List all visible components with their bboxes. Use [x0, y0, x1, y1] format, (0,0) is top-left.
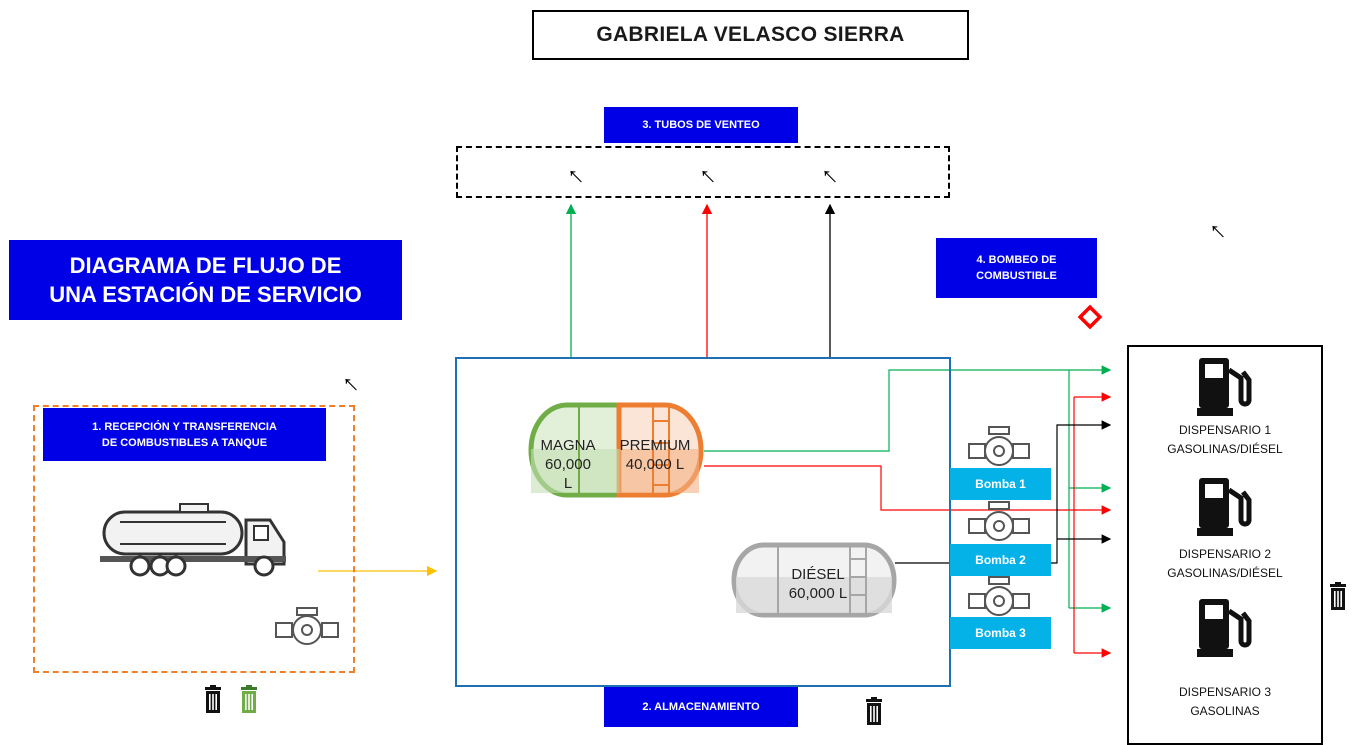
- title-line-2: UNA ESTACIÓN DE SERVICIO: [49, 282, 362, 307]
- tank-magna-label: MAGNA 60,000 L: [539, 436, 597, 493]
- tank-diesel-name: DIÉSEL: [791, 566, 845, 583]
- tank-magna-name: MAGNA: [540, 437, 596, 454]
- tanker-truck-icon: [100, 503, 286, 577]
- fuel-pump-icon: [1197, 599, 1252, 657]
- flow-meter-icon: [275, 607, 339, 645]
- dispenser-2-type: GASOLINAS/DIÉSEL: [1167, 566, 1283, 580]
- stage-storage-label: 2. ALMACENAMIENTO: [604, 687, 798, 727]
- tank-diesel-label: DIÉSEL 60,000 L: [776, 565, 860, 603]
- tank-magna-capacity: 60,000 L: [545, 456, 591, 492]
- pump-3-label: Bomba 3: [950, 617, 1051, 649]
- trash-icon[interactable]: [205, 685, 221, 713]
- stage-vents-label: 3. TUBOS DE VENTEO: [604, 107, 798, 143]
- pump-3-meter-icon: [968, 576, 1030, 616]
- fuel-pump-icon: [1197, 358, 1252, 416]
- reception-zone: [33, 405, 355, 673]
- trash-icon[interactable]: [866, 697, 882, 725]
- reception-line-1: 1. RECEPCIÓN Y TRANSFERENCIA: [92, 420, 277, 433]
- diagram-title: DIAGRAMA DE FLUJO DE UNA ESTACIÓN DE SER…: [9, 240, 402, 320]
- pumping-line-2: COMBUSTIBLE: [976, 270, 1057, 282]
- tank-premium-name: PREMIUM: [619, 437, 691, 454]
- dispenser-3-label: DISPENSARIO 3 GASOLINAS: [1140, 683, 1310, 721]
- pump-1-label: Bomba 1: [950, 468, 1051, 500]
- pumping-line-1: 4. BOMBEO DE: [976, 254, 1057, 266]
- dispenser-2-label: DISPENSARIO 2 GASOLINAS/DIÉSEL: [1140, 545, 1310, 583]
- pump-2-label: Bomba 2: [950, 544, 1051, 576]
- dispenser-1-type: GASOLINAS/DIÉSEL: [1167, 442, 1283, 456]
- diesel-tank-icon: [731, 542, 897, 618]
- dispenser-3-name: DISPENSARIO 3: [1178, 685, 1272, 699]
- storage-zone: [455, 357, 951, 687]
- stage-reception-label: 1. RECEPCIÓN Y TRANSFERENCIA DE COMBUSTI…: [43, 408, 326, 461]
- trash-icon[interactable]: [1330, 582, 1346, 610]
- reception-line-2: DE COMBUSTIBLES A TANQUE: [101, 436, 268, 449]
- tank-diesel-capacity: 60,000 L: [788, 585, 848, 602]
- stage-pumping-label: 4. BOMBEO DE COMBUSTIBLE: [936, 238, 1097, 298]
- magna-premium-tank-icon: [528, 402, 704, 498]
- dispenser-3-type: GASOLINAS: [1190, 704, 1260, 718]
- dispenser-1-label: DISPENSARIO 1 GASOLINAS/DIÉSEL: [1140, 421, 1310, 459]
- tank-premium-label: PREMIUM 40,000 L: [614, 436, 696, 474]
- fuel-pump-icon: [1197, 478, 1252, 536]
- diamond-marker-icon: [1077, 304, 1103, 330]
- author-name: GABRIELA VELASCO SIERRA: [532, 10, 969, 60]
- pump-1-meter-icon: [968, 426, 1030, 466]
- magna-line: [704, 365, 1112, 452]
- dispenser-2-name: DISPENSARIO 2: [1178, 547, 1272, 561]
- trash-icon[interactable]: [241, 685, 257, 713]
- tank-premium-capacity: 40,000 L: [625, 456, 685, 473]
- title-line-1: DIAGRAMA DE FLUJO DE: [69, 253, 342, 278]
- pump-2-meter-icon: [968, 501, 1030, 541]
- vents-zone: [456, 146, 950, 198]
- dispenser-1-name: DISPENSARIO 1: [1178, 423, 1272, 437]
